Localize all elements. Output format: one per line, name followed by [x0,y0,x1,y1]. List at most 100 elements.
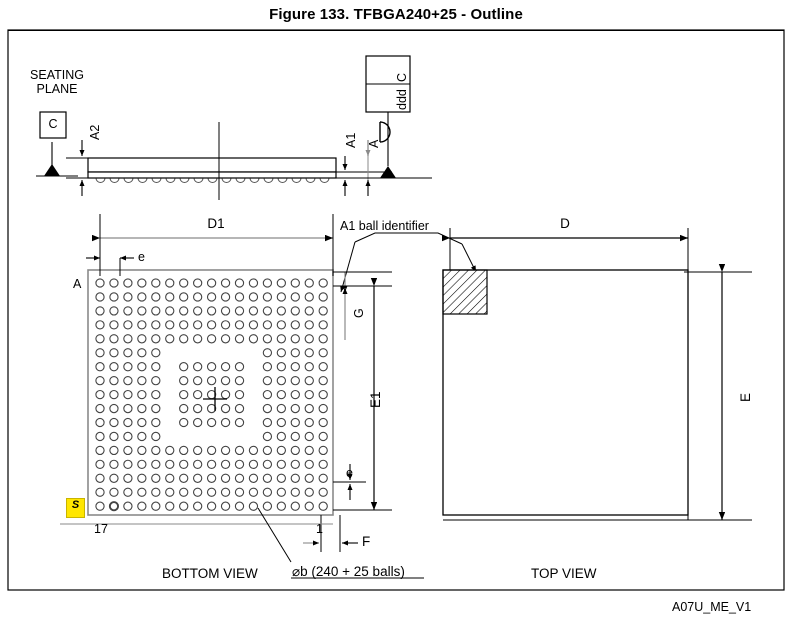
ball-pad [179,375,189,386]
ball-pad [206,362,217,372]
ball-pad [206,445,217,456]
ball-pad [192,375,203,386]
ball-pad [192,292,203,302]
feature-control-frame [365,55,411,143]
ball-pad [95,459,105,469]
ball-pad [192,389,203,400]
ball-pad [234,417,245,428]
ball-pad [192,403,203,414]
ball-pad [220,292,231,302]
ball-pad [179,417,189,428]
ball-pad [123,487,133,497]
ball-pad [206,334,217,344]
ball-pad [304,473,314,483]
ball-pad [234,375,245,386]
ball-pad [151,445,161,456]
ball-pad [220,473,231,483]
ball-pad [290,459,300,469]
ball-pad [220,459,231,469]
ball-pad [276,501,286,511]
fcf-datum-label: C [395,72,409,82]
top-view-label: TOP VIEW [531,566,597,581]
ball-pad [318,334,328,344]
ball-pad [165,459,175,469]
ball-pad [123,431,133,442]
ball-pad [123,292,133,302]
ball-pad [206,473,217,483]
ball-pad [165,320,175,330]
ball-pad [206,278,217,288]
ball-pad [304,292,314,302]
datum-c-box [39,111,67,139]
ball-pad [248,473,259,483]
ball-pad [151,320,161,330]
ball-pad [234,278,245,288]
ball-pad [276,487,286,497]
ball-pad [95,473,105,483]
ball-pad [151,306,161,316]
a1-ball-identifier-label: A1 ball identifier [340,219,429,233]
ball-pad [248,320,259,330]
ball-pad [95,320,105,330]
ball-pad [95,334,105,344]
ball-pad [179,306,189,316]
ball-pad [262,459,273,469]
dimension-f [303,515,358,552]
sticky-note-s[interactable]: S [66,498,85,518]
ball-pad [206,375,217,386]
ball-pad [262,417,273,428]
dimension-f-label: F [362,534,371,549]
ball-pad [220,403,231,414]
ball-pad [192,417,203,428]
ball-pad [179,334,189,344]
ball-pad [290,306,300,316]
ball-pad [290,278,300,288]
ball-pad [95,403,105,414]
ball-pad [192,445,203,456]
ball-pad [234,403,245,414]
ball-pad [165,445,175,456]
ball-pad [304,459,314,469]
ball-pad [248,445,259,456]
ball-pad [206,292,217,302]
ball-pad [179,403,189,414]
ball-pad [137,501,147,511]
ball-pad [123,473,133,483]
ball-pad [318,501,328,511]
ball-pad [318,431,328,442]
ball-pad [179,459,189,469]
ball-pad [192,487,203,497]
ball-pad [179,320,189,330]
ball-pad [137,292,147,302]
ball-pad [151,501,161,511]
ball-pad [220,278,231,288]
ball-pad [206,487,217,497]
ball-pad [304,320,314,330]
ball-pad [318,417,328,428]
ball-pad [151,362,161,372]
ball-pad [262,306,273,316]
dimension-e [443,264,752,521]
ball-pad [290,292,300,302]
ball-pad [95,445,105,456]
ball-pad [123,459,133,469]
ball-pad [151,417,161,428]
ball-pad [165,306,175,316]
ball-pad [123,320,133,330]
ball-pad [304,389,314,400]
dimension-e-right [333,464,366,500]
ball-pad [109,487,119,497]
ball-pad [318,362,328,372]
ball-pad [248,306,259,316]
column-label-1: 1 [316,522,323,536]
ball-pad [276,459,286,469]
ball-pad [290,473,300,483]
ball-pad [206,501,217,511]
ball-pad [262,362,273,372]
ball-pad [276,362,286,372]
column-label-17: 17 [94,522,108,536]
center-crosshair [203,387,227,411]
ball-pad [109,403,119,414]
ball-pad [95,389,105,400]
ball-pad [109,306,119,316]
